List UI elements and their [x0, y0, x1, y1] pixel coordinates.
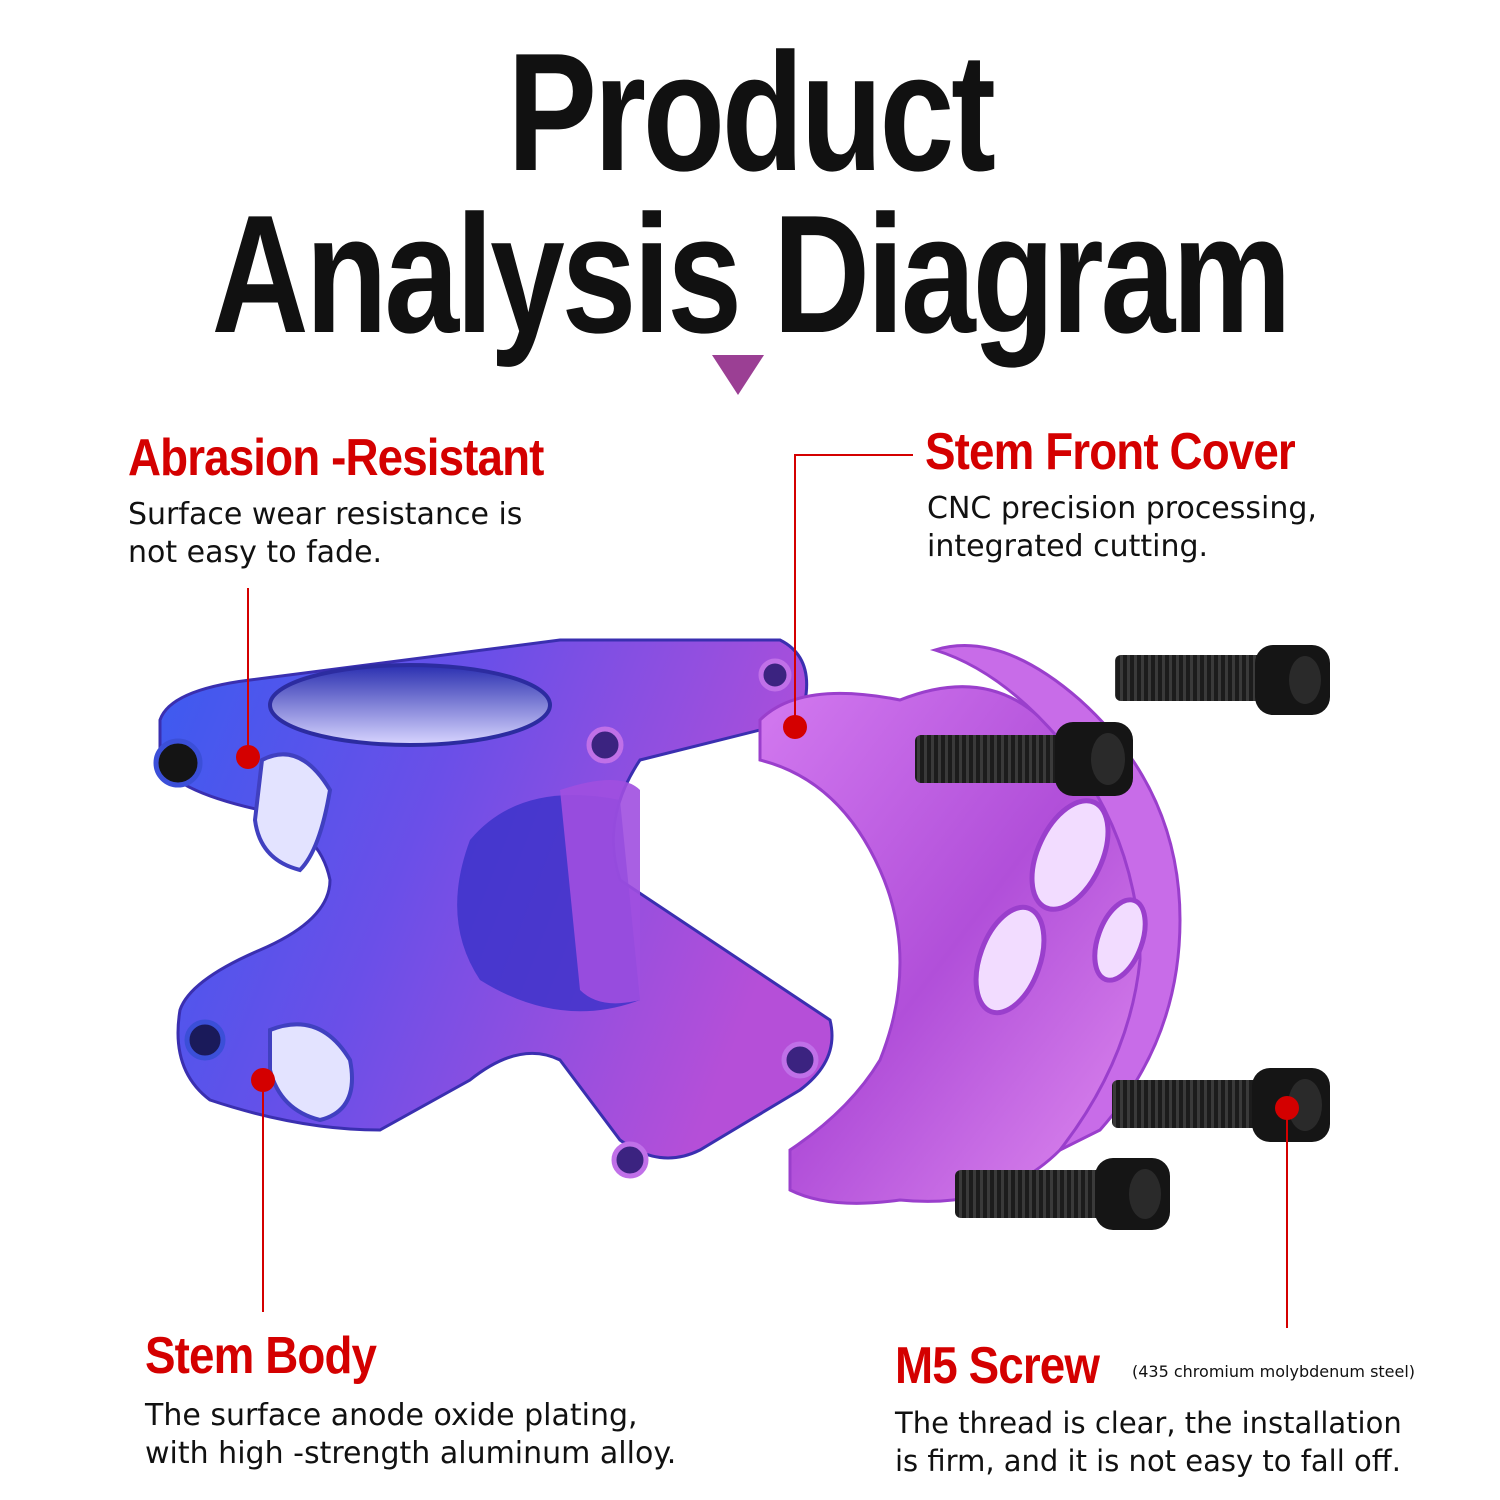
front-cover-desc-1: CNC precision processing, [927, 491, 1317, 526]
screw-heading: M5 Screw [895, 1337, 1100, 1395]
title-line-2: Analysis Diagram [211, 180, 1292, 368]
stem-body-desc-1: The surface anode oxide plating, [145, 1398, 638, 1433]
screw-note: (435 chromium molybdenum steel) [1132, 1362, 1416, 1381]
front-cover-desc-2: integrated cutting. [927, 529, 1209, 564]
callout-dot-stem-body [251, 1068, 275, 1092]
callout-leaders [247, 454, 1288, 1328]
screw-4 [955, 1158, 1170, 1230]
abrasion-desc-2: not easy to fade. [128, 535, 383, 570]
front-cover-heading: Stem Front Cover [925, 423, 1296, 481]
callout-dot-abrasion [236, 745, 260, 769]
stem-body [153, 638, 834, 1179]
screw-1 [1115, 645, 1330, 715]
screw-2 [915, 722, 1133, 796]
screw-desc-2: is firm, and it is not easy to fall off. [895, 1444, 1401, 1478]
screw-desc-1: The thread is clear, the installation [895, 1406, 1402, 1440]
title-line-1: Product [507, 18, 996, 206]
stem-body-desc-2: with high -strength aluminum alloy. [145, 1436, 677, 1471]
stem-body-heading: Stem Body [145, 1327, 377, 1385]
callout-dot-front-cover [783, 715, 807, 739]
callout-dot-screw [1275, 1096, 1299, 1120]
abrasion-heading: Abrasion -Resistant [128, 429, 544, 487]
abrasion-desc-1: Surface wear resistance is [128, 497, 523, 532]
down-arrow-icon [712, 355, 764, 395]
